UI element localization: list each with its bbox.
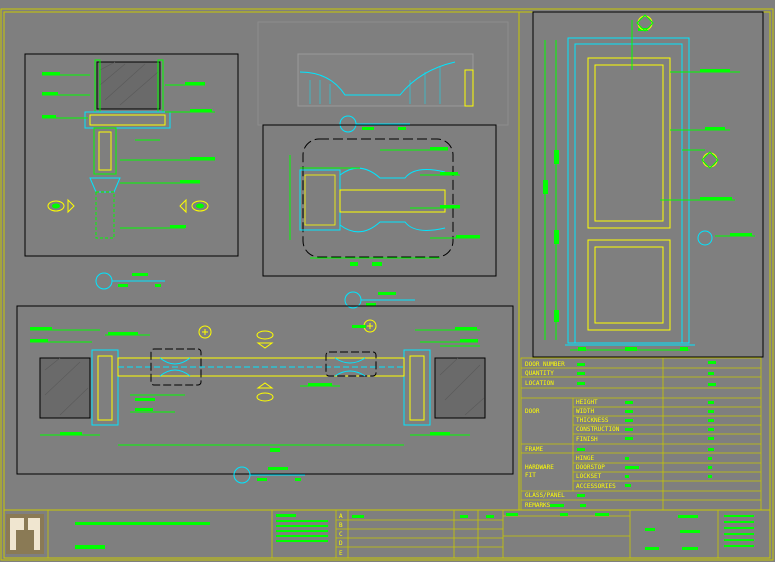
company-logo-icon — [6, 514, 44, 554]
revision-letter: C — [339, 531, 343, 538]
door-section-center — [262, 124, 497, 309]
schedule-door-number-label: DOOR NUMBER — [525, 361, 565, 368]
door-swing-marker-icon — [47, 198, 209, 214]
schedule-hinge-label: HINGE — [576, 455, 594, 462]
schedule-width-label: WIDTH — [576, 408, 594, 415]
schedule-thickness-label: THICKNESS — [576, 417, 609, 424]
schedule-frame-label: FRAME — [525, 446, 543, 453]
section-marker-icon — [636, 14, 719, 246]
schedule-construction-label: CONSTRUCTION — [576, 426, 620, 433]
revision-letter: B — [339, 522, 343, 529]
door-swing-marker-icon — [256, 330, 274, 402]
revision-letter: E — [339, 550, 343, 557]
revision-letter: A — [339, 513, 343, 520]
schedule-door-label: DOOR — [525, 408, 540, 415]
schedule-lockset-label: LOCKSET — [576, 473, 602, 480]
door-plan-detail — [16, 305, 514, 484]
title-block: A B C D E — [6, 510, 754, 558]
schedule-accessories-label: ACCESSORIES — [576, 483, 616, 490]
schedule-remarks-label: REMARKS — [525, 502, 551, 509]
revision-letter: D — [339, 540, 343, 547]
drawing-frame — [0, 8, 774, 561]
door-elevation — [532, 11, 764, 358]
schedule-hardware-label: HARDWARE — [525, 464, 554, 471]
schedule-fit-label: FIT — [525, 472, 536, 479]
schedule-finish-label: FINISH — [576, 436, 598, 443]
section-detail-top-center — [257, 21, 509, 133]
schedule-location-label: LOCATION — [525, 380, 554, 387]
section-marker-icon — [95, 272, 165, 290]
schedule-glass-panel-label: GLASS/PANEL — [525, 492, 565, 499]
schedule-height-label: HEIGHT — [576, 399, 598, 406]
head-jamb-detail — [24, 53, 239, 290]
door-schedule-table: DOOR NUMBER QUANTITY LOCATION DOOR HEIGH… — [520, 357, 762, 511]
schedule-quantity-label: QUANTITY — [525, 370, 554, 377]
schedule-doorstop-label: DOORSTOP — [576, 464, 605, 471]
